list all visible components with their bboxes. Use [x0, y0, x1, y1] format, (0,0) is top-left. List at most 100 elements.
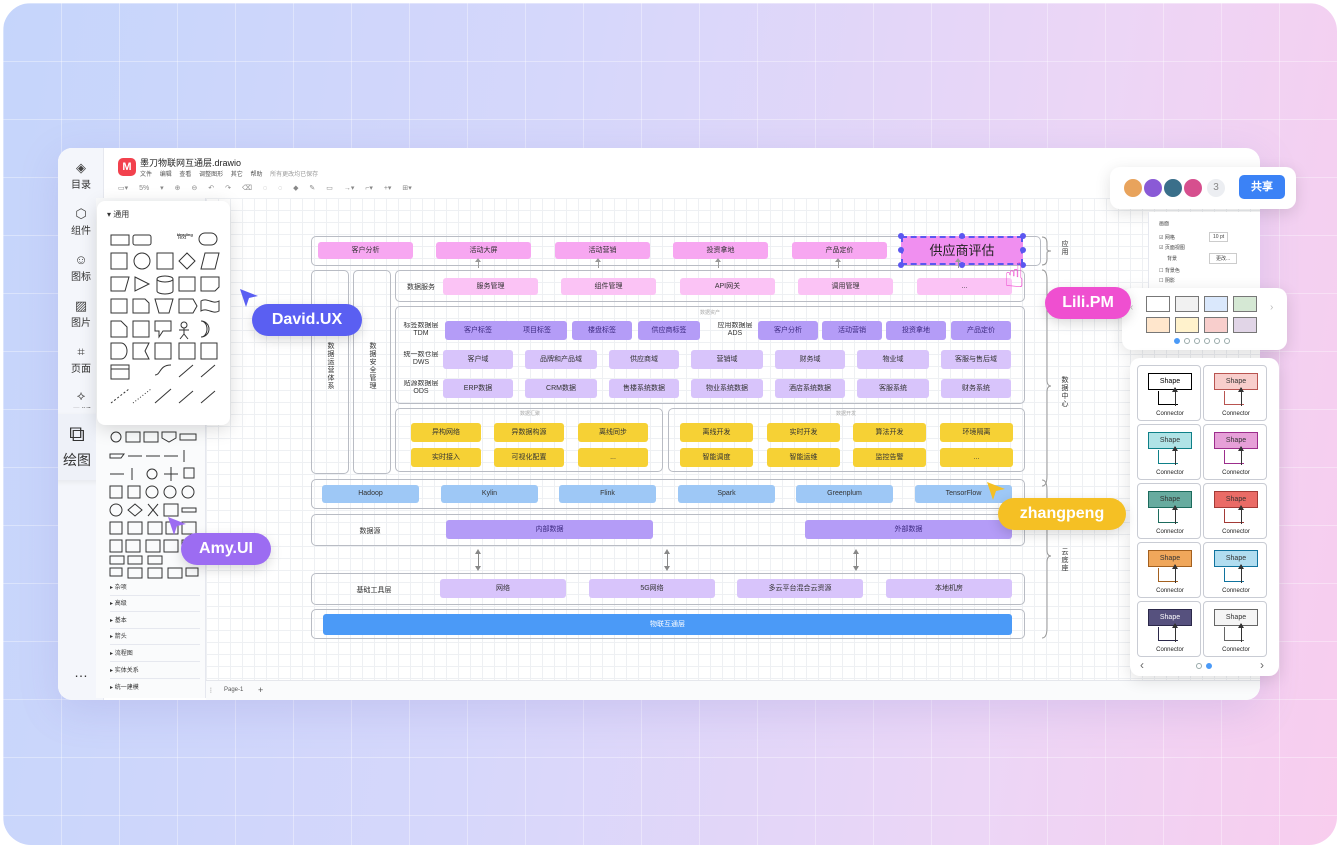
nav-master[interactable]: ⟡ 母版 [58, 388, 104, 408]
iot-row[interactable] [311, 609, 1025, 639]
color-swatch[interactable] [1233, 317, 1257, 333]
ops-system-box[interactable] [311, 270, 349, 474]
app-item[interactable]: 活动营销 [555, 242, 650, 259]
ads-item[interactable]: 活动营销 [822, 321, 882, 340]
infra-item[interactable]: 5G网络 [589, 579, 715, 598]
color-swatch[interactable] [1146, 296, 1170, 312]
resize-handle[interactable] [898, 233, 904, 239]
prev-icon[interactable]: ‹ [1130, 302, 1134, 313]
add-page-icon[interactable]: + [258, 685, 264, 695]
ads-item[interactable]: 投资拿地 [886, 321, 946, 340]
ods-item[interactable]: CRM数据 [525, 379, 597, 398]
bigdata-item[interactable]: Greenplum [796, 485, 893, 503]
bigdata-item[interactable]: Spark [678, 485, 775, 503]
category-arrows[interactable]: ▸ 箭头 [110, 629, 200, 645]
bigdata-item[interactable]: Kylin [441, 485, 538, 503]
line-color-icon[interactable]: ✎ [309, 185, 316, 192]
avatar[interactable] [1122, 177, 1144, 199]
dev-item[interactable]: 离线开发 [680, 423, 753, 442]
service-item[interactable]: 调用管理 [798, 278, 893, 295]
color-swatch[interactable] [1146, 317, 1170, 333]
zoom-level[interactable]: 5% [139, 185, 150, 192]
tdm-item[interactable]: 楼盘标签 [572, 321, 632, 340]
more-users-count[interactable]: 3 [1205, 177, 1227, 199]
ods-item[interactable]: 酒店系统数据 [775, 379, 845, 398]
dev-item[interactable]: 实时开发 [767, 423, 840, 442]
nav-icons[interactable]: ☺ 图标 [58, 252, 104, 283]
resize-handle[interactable] [898, 247, 904, 253]
data-source-row[interactable] [311, 514, 1025, 546]
bg-color-option[interactable]: ☐ 背景色 [1159, 268, 1180, 274]
zoom-out-icon[interactable]: ⊖ [191, 185, 198, 192]
service-item[interactable]: 服务管理 [443, 278, 538, 295]
data-dev-container[interactable] [668, 408, 1025, 472]
resize-handle[interactable] [959, 233, 965, 239]
collect-item[interactable]: 可视化配置 [494, 448, 564, 467]
color-swatch[interactable] [1204, 296, 1228, 312]
shadow-option[interactable]: ☐ 阴影 [1159, 278, 1175, 284]
resize-handle[interactable] [1020, 262, 1026, 268]
category-advanced[interactable]: ▸ 高级 [110, 596, 200, 612]
ods-item[interactable]: ERP数据 [443, 379, 513, 398]
redo-icon[interactable]: ↷ [225, 185, 231, 192]
page-dot[interactable] [1196, 663, 1202, 669]
bigdata-item[interactable]: TensorFlow [915, 485, 1012, 503]
data-asset-container[interactable] [395, 306, 1025, 404]
resize-handle[interactable] [1020, 247, 1026, 253]
infra-item[interactable]: 网络 [440, 579, 566, 598]
app-item[interactable]: 投资拿地 [673, 242, 768, 259]
data-service-row[interactable] [395, 270, 1025, 302]
change-background-button[interactable]: 更改... [1209, 253, 1238, 264]
category-uml[interactable]: ▸ 统一建模 [110, 685, 139, 691]
insert-icon[interactable]: +▾ [383, 185, 392, 192]
shadow-icon[interactable]: ▭ [326, 185, 333, 192]
page-dot[interactable] [1174, 338, 1180, 344]
ods-item[interactable]: 财务系统 [941, 379, 1011, 398]
tdm-item[interactable]: 供应商标签 [638, 321, 700, 340]
nav-images[interactable]: ▨ 图片 [58, 298, 104, 329]
menu-help[interactable]: 帮助 [250, 172, 263, 178]
page-dot[interactable] [1224, 338, 1230, 344]
data-collect-container[interactable] [395, 408, 663, 472]
menu-edit[interactable]: 编辑 [159, 172, 172, 178]
menu-arrange[interactable]: 调整图形 [199, 172, 224, 178]
page-view-option[interactable]: ☑ 页面视图 [1159, 245, 1185, 251]
avatar[interactable] [1182, 177, 1204, 199]
view-toggle[interactable]: ▭▾ [118, 185, 129, 192]
app-layer-container[interactable] [311, 236, 1041, 266]
tdm-item[interactable]: 项目标签 [507, 321, 567, 340]
dws-item[interactable]: 客户域 [443, 350, 513, 369]
dws-item[interactable]: 客服与售后域 [941, 350, 1011, 369]
infra-row[interactable] [311, 573, 1025, 605]
prev-icon[interactable]: ‹ [1140, 658, 1144, 672]
bigdata-item[interactable]: Hadoop [322, 485, 419, 503]
dev-item[interactable]: 算法开发 [853, 423, 926, 442]
app-item[interactable]: 客户分析 [318, 242, 413, 259]
collect-item[interactable]: ... [578, 448, 648, 467]
document-title[interactable]: 墨刀物联网互通层.drawio [140, 158, 242, 168]
color-swatch[interactable] [1175, 317, 1199, 333]
page-dot[interactable] [1214, 338, 1220, 344]
ods-item[interactable]: 物业系统数据 [691, 379, 763, 398]
to-back-icon[interactable]: ◌ [277, 185, 283, 192]
iot-layer[interactable]: 物联互通层 [323, 614, 1012, 635]
bigdata-item[interactable]: Flink [559, 485, 656, 503]
avatar[interactable] [1162, 177, 1184, 199]
color-swatch[interactable] [1233, 296, 1257, 312]
app-item[interactable]: 活动大屏 [436, 242, 531, 259]
grid-size-input[interactable]: 10 pt [1209, 232, 1229, 242]
general-section-title[interactable]: ▾ 通用 [107, 210, 130, 219]
to-front-icon[interactable]: ◌ [262, 185, 267, 192]
collect-item[interactable]: 离线同步 [578, 423, 648, 442]
dev-item[interactable]: ... [940, 448, 1013, 467]
share-button[interactable]: 共享 [1239, 175, 1285, 199]
infra-item[interactable]: 本地机房 [886, 579, 1012, 598]
app-item[interactable]: 产品定价 [792, 242, 887, 259]
nav-pages[interactable]: ⌗ 页面 [58, 344, 104, 375]
zoom-in-icon[interactable]: ⊕ [174, 185, 181, 192]
